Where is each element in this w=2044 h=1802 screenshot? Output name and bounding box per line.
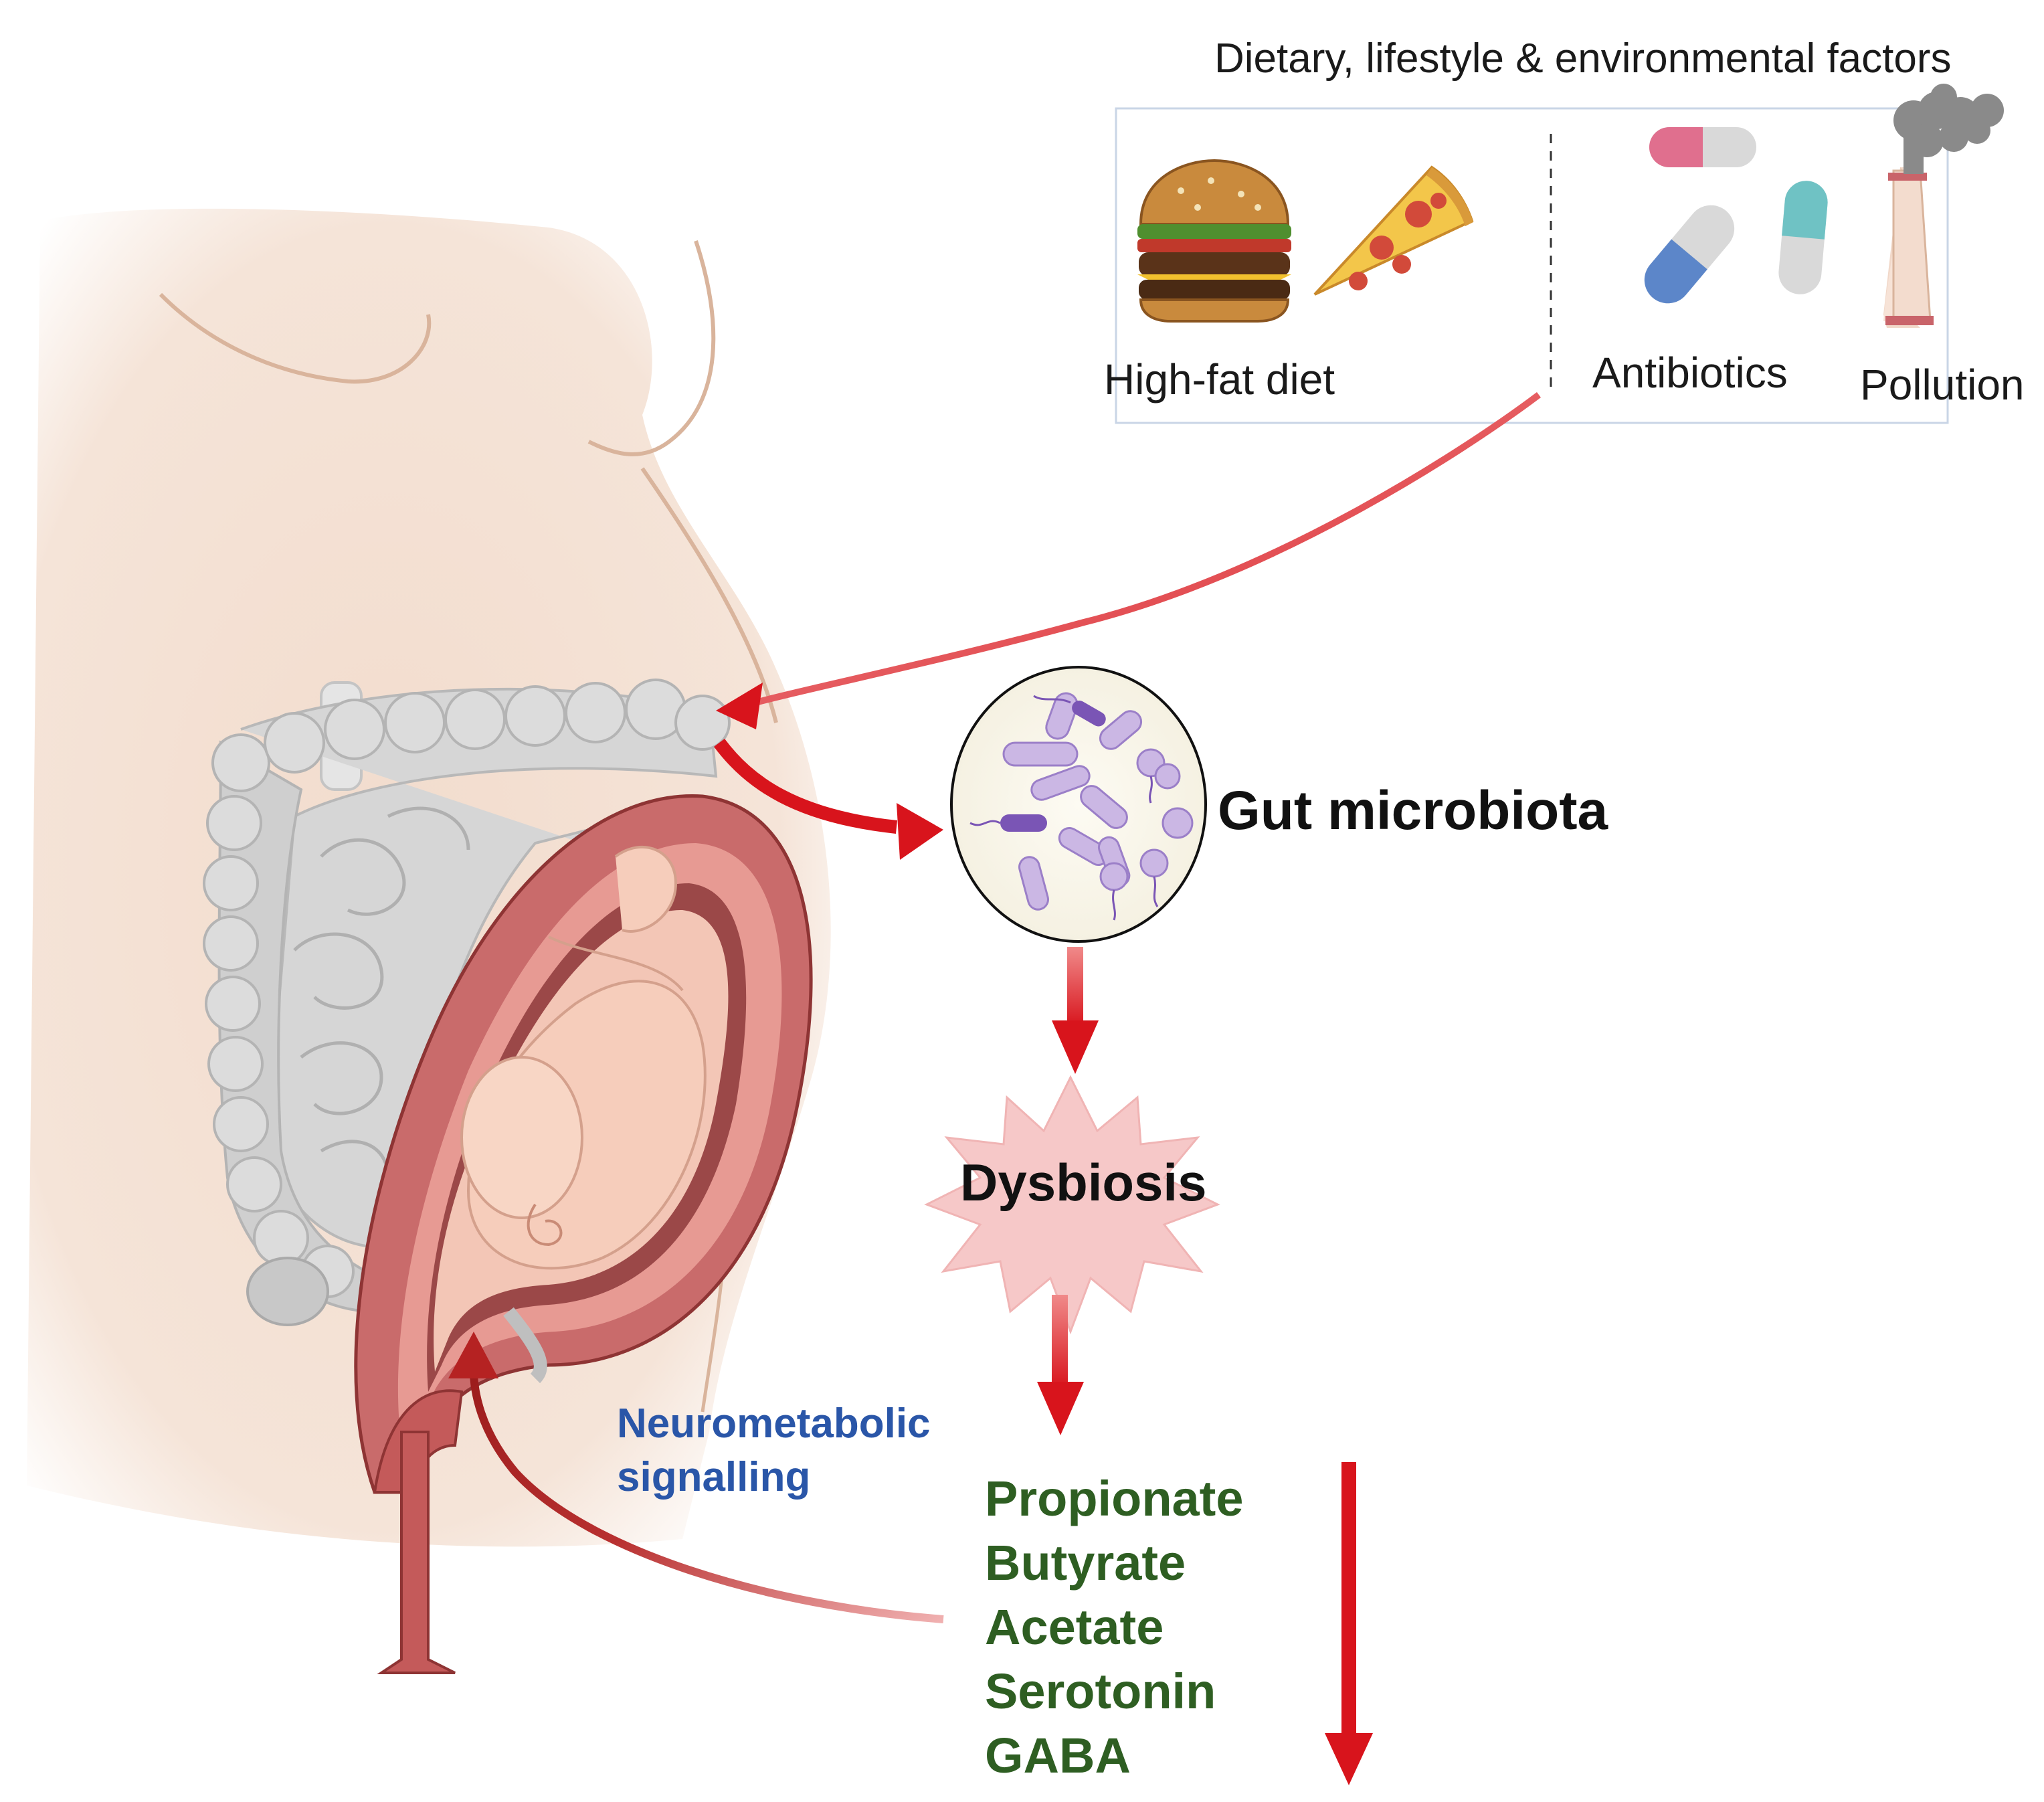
metabolite-item: Propionate	[985, 1471, 1244, 1526]
dysbiosis-to-metabolites-arrowhead	[1037, 1382, 1084, 1435]
burger-icon	[1137, 159, 1291, 323]
metabolite-item: Butyrate	[985, 1535, 1186, 1591]
metabolite-item: Serotonin	[985, 1663, 1216, 1719]
metabolite-item: Acetate	[985, 1599, 1164, 1655]
factors-to-gut-arrow	[741, 391, 1541, 709]
metabolites-list: Propionate Butyrate Acetate Serotonin GA…	[985, 1467, 1243, 1788]
pizza-icon	[1313, 165, 1474, 296]
high-fat-diet-label: High-fat diet	[1104, 355, 1335, 403]
uterus-with-fetus	[354, 794, 813, 1674]
signalling-label-line1: Neurometabolic	[617, 1401, 931, 1447]
metabolites-decrease-shaft	[1341, 1462, 1356, 1736]
factors-box	[1115, 107, 1949, 424]
pollution-factory-icon	[1883, 84, 2004, 328]
signalling-curved-arrow	[469, 1358, 944, 1623]
factors-arrowhead	[716, 683, 763, 729]
dysbiosis-starburst	[924, 1075, 1220, 1335]
metabolites-decrease-arrowhead	[1325, 1733, 1373, 1785]
gut-to-microbiota-arrow	[714, 738, 898, 834]
dysbiosis-label: Dysbiosis	[960, 1153, 1207, 1212]
signalling-arrowhead	[448, 1332, 498, 1378]
factors-title: Dietary, lifestyle & environmental facto…	[1214, 35, 1952, 82]
antibiotics-pills-icon	[1644, 127, 1828, 304]
dysbiosis-to-metabolites-shaft	[1052, 1295, 1068, 1388]
microbiota-circle	[950, 666, 1207, 943]
antibiotics-label: Antibiotics	[1592, 349, 1788, 397]
pollution-label: Pollution	[1860, 361, 2025, 409]
microbiota-to-dysbiosis-shaft	[1067, 947, 1083, 1027]
microbiota-to-dysbiosis-arrowhead	[1052, 1020, 1099, 1074]
metabolite-item: GABA	[985, 1728, 1131, 1783]
gut-to-microbiota-arrowhead	[897, 803, 943, 860]
gut-microbiota-label: Gut microbiota	[1218, 780, 1608, 841]
signalling-label-line2: signalling	[617, 1454, 811, 1500]
